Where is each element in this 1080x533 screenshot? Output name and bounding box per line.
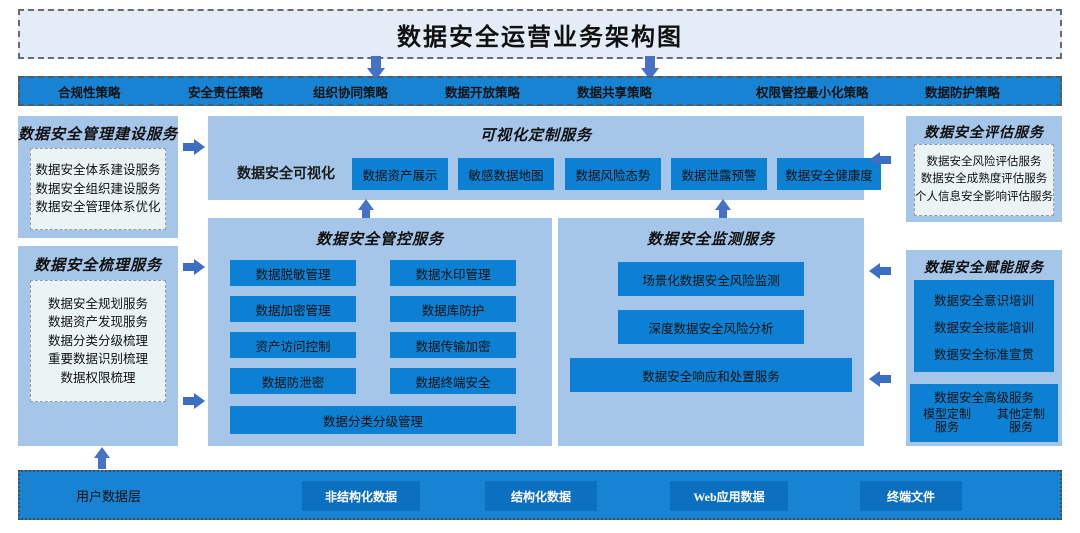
panel-visualization: 可视化定制服务 数据安全可视化 数据资产展示 敏感数据地图 数据风险态势 数据泄…: [208, 116, 881, 200]
chip-model-custom-service[interactable]: 模型定制服务: [922, 407, 971, 434]
list-item: 数据安全成熟度评估服务: [920, 173, 1048, 186]
data-combing-list: 数据安全规划服务 数据资产发现服务 数据分类分级梳理 重要数据识别梳理 数据权限…: [30, 280, 166, 402]
list-item: 数据安全组织建设服务: [35, 181, 161, 196]
arrow-left-top-icon: [869, 152, 891, 168]
enablement-list: 数据安全意识培训 数据安全技能培训 数据安全标准宣贯: [914, 280, 1054, 372]
chip-data-masking[interactable]: 数据脱敏管理: [230, 260, 356, 286]
policy-item-2: 组织协同策略: [313, 85, 389, 100]
arrow-right-top-icon: [183, 139, 205, 155]
chip-other-custom-service[interactable]: 其他定制服务: [996, 407, 1045, 434]
advanced-services-block: 数据安全高级服务 模型定制服务 其他定制服务: [910, 384, 1058, 442]
panel-visualization-title: 可视化定制服务: [479, 128, 592, 144]
chip-data-risk-posture[interactable]: 数据风险态势: [565, 158, 661, 190]
chip-endpoint-security[interactable]: 数据终端安全: [390, 368, 516, 394]
chip-terminal-files[interactable]: 终端文件: [860, 481, 962, 511]
panel-enablement-title: 数据安全赋能服务: [924, 261, 1044, 276]
arrow-left-bottom-icon: [869, 371, 891, 387]
arrow-up-monitor-icon: [715, 199, 731, 221]
arrow-up-control-icon: [358, 199, 374, 221]
chip-data-encryption[interactable]: 数据加密管理: [230, 296, 356, 322]
assessment-list: 数据安全风险评估服务 数据安全成熟度评估服务 个人信息安全影响评估服务: [914, 144, 1054, 216]
policy-item-3: 数据开放策略: [445, 85, 521, 100]
chip-web-app-data[interactable]: Web应用数据: [670, 481, 788, 511]
panel-control-services: 数据安全管控服务 数据脱敏管理 数据加密管理 资产访问控制 数据防泄密 数据水印…: [208, 218, 552, 446]
list-item: 数据分类分级梳理: [47, 333, 148, 348]
chip-transmission-encryption[interactable]: 数据传输加密: [390, 332, 516, 358]
chip-scenario-risk-monitoring[interactable]: 场景化数据安全风险监测: [618, 262, 804, 296]
policy-item-5: 权限管控最小化策略: [756, 85, 869, 100]
panel-management-build: 数据安全管理建设服务 数据安全体系建设服务 数据安全组织建设服务 数据安全管理体…: [18, 116, 178, 238]
diagram-title-banner: 数据安全运营业务架构图: [18, 9, 1062, 59]
chip-sensitive-data-map[interactable]: 敏感数据地图: [458, 158, 554, 190]
arrow-right-bottom-icon: [183, 393, 205, 409]
policy-item-4: 数据共享策略: [577, 85, 653, 100]
chip-unstructured-data[interactable]: 非结构化数据: [302, 481, 420, 511]
arrow-left-mid-icon: [869, 263, 891, 279]
policy-band: 合规性策略 安全责任策略 组织协同策略 数据开放策略 数据共享策略 权限管控最小…: [18, 76, 1062, 106]
panel-control-services-title: 数据安全管控服务: [315, 232, 444, 248]
page-title: 数据安全运营业务架构图: [397, 24, 683, 51]
policy-item-1: 安全责任策略: [188, 85, 264, 100]
chip-database-protection[interactable]: 数据库防护: [390, 296, 516, 322]
list-item: 数据安全风险评估服务: [926, 155, 1042, 168]
panel-management-build-title: 数据安全管理建设服务: [18, 127, 179, 143]
chip-data-security-health[interactable]: 数据安全健康度: [777, 158, 881, 190]
advanced-services-title: 数据安全高级服务: [933, 391, 1034, 405]
panel-monitor-services: 数据安全监测服务 场景化数据安全风险监测 深度数据安全风险分析 数据安全响应和处…: [558, 218, 864, 446]
list-item: 数据资产发现服务: [47, 315, 148, 330]
list-item: 数据安全管理体系优化: [35, 200, 161, 215]
panel-enablement-services: 数据安全赋能服务 数据安全意识培训 数据安全技能培训 数据安全标准宣贯 数据安全…: [906, 250, 1062, 446]
chip-standards-promotion[interactable]: 数据安全标准宣贯: [933, 347, 1034, 362]
chip-data-asset-display[interactable]: 数据资产展示: [352, 158, 448, 190]
chip-data-leak-alert[interactable]: 数据泄露预警: [671, 158, 767, 190]
panel-data-combing-title: 数据安全梳理服务: [33, 258, 162, 274]
chip-data-watermark[interactable]: 数据水印管理: [390, 260, 516, 286]
panel-monitor-services-title: 数据安全监测服务: [646, 232, 775, 248]
arrow-right-mid-icon: [183, 259, 205, 275]
user-data-layer-label: 用户数据层: [76, 489, 142, 504]
chip-incident-response-service[interactable]: 数据安全响应和处置服务: [570, 358, 852, 392]
arrow-up-data-layer-icon: [94, 447, 110, 469]
list-item: 重要数据识别梳理: [47, 352, 148, 367]
list-item: 数据权限梳理: [60, 370, 136, 385]
panel-assessment-services: 数据安全评估服务 数据安全风险评估服务 数据安全成熟度评估服务 个人信息安全影响…: [906, 116, 1062, 222]
chip-data-classification-grading[interactable]: 数据分类分级管理: [230, 406, 516, 434]
visualization-label: 数据安全可视化: [237, 167, 335, 182]
chip-data-leak-prevention[interactable]: 数据防泄密: [230, 368, 356, 394]
chip-structured-data[interactable]: 结构化数据: [485, 481, 597, 511]
management-build-list: 数据安全体系建设服务 数据安全组织建设服务 数据安全管理体系优化: [30, 148, 166, 230]
policy-item-6: 数据防护策略: [925, 85, 1001, 100]
list-item: 个人信息安全影响评估服务: [915, 190, 1053, 203]
list-item: 数据安全体系建设服务: [35, 163, 161, 178]
chip-awareness-training[interactable]: 数据安全意识培训: [933, 293, 1034, 308]
chip-deep-risk-analysis[interactable]: 深度数据安全风险分析: [618, 310, 804, 344]
list-item: 数据安全规划服务: [47, 296, 148, 311]
chip-skills-training[interactable]: 数据安全技能培训: [933, 320, 1034, 335]
panel-assessment-title: 数据安全评估服务: [924, 126, 1044, 141]
panel-data-combing: 数据安全梳理服务 数据安全规划服务 数据资产发现服务 数据分类分级梳理 重要数据…: [18, 246, 178, 446]
user-data-layer-band: 用户数据层 非结构化数据 结构化数据 Web应用数据 终端文件: [18, 470, 1062, 520]
chip-asset-access-control[interactable]: 资产访问控制: [230, 332, 356, 358]
policy-item-0: 合规性策略: [58, 85, 121, 100]
